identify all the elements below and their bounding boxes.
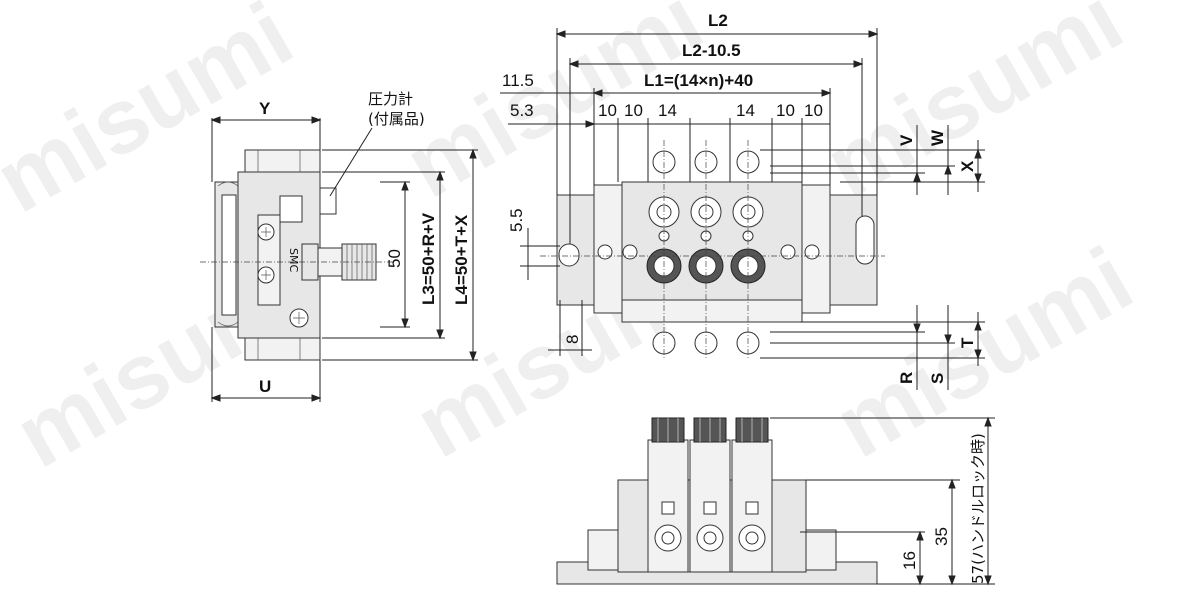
dim-r-label: R	[897, 372, 916, 384]
dim-l2-label: L2	[708, 11, 728, 30]
dim-l3-label: L3=50+R+V	[419, 212, 438, 305]
front-view	[556, 417, 878, 585]
side-view-dimensions: Y U 圧力計 (付属品) 50 L3=50+R+V L4=50+T+X	[210, 90, 478, 402]
side-view: SMC	[200, 149, 395, 361]
dim-14b-label: 14	[736, 101, 755, 120]
dim-t-label: T	[958, 337, 977, 348]
dim-16-label: 16	[900, 551, 919, 570]
dim-14a-label: 14	[658, 101, 677, 120]
dim-w-label: W	[928, 129, 947, 146]
dim-10c-label: 10	[776, 101, 795, 120]
gauge-note-line1: 圧力計	[368, 90, 413, 108]
dim-11-5-label: 11.5	[502, 71, 534, 90]
dim-5-3-label: 5.3	[510, 101, 534, 120]
top-view-dimensions: L2 L2-10.5 L1=(14×n)+40 11.5 5.3 10 10 1…	[500, 11, 985, 390]
dim-35-label: 35	[932, 527, 951, 546]
dim-s-label: S	[928, 373, 947, 384]
dim-5-5-label: 5.5	[507, 208, 526, 232]
dim-8-label: 8	[563, 335, 582, 344]
smc-logo-text: SMC	[287, 248, 300, 272]
dim-10d-label: 10	[804, 101, 823, 120]
dim-l4-label: L4=50+T+X	[452, 214, 471, 305]
dim-v-label: V	[897, 134, 916, 146]
gauge-note-line2: (付属品)	[368, 110, 425, 128]
dim-l2-minus-label: L2-10.5	[682, 41, 741, 60]
dim-50-label: 50	[385, 249, 404, 268]
dim-x-label: X	[958, 160, 977, 172]
dim-u-label: U	[259, 377, 271, 396]
watermark-text: misumi	[809, 0, 1139, 217]
dim-10b-label: 10	[624, 101, 643, 120]
dim-57-label: 57(ハンドルロック時)	[969, 433, 987, 584]
dim-y-label: Y	[259, 99, 271, 118]
dim-10a-label: 10	[598, 101, 617, 120]
dim-l1-label: L1=(14×n)+40	[644, 71, 753, 90]
front-view-dimensions: 16 35 57(ハンドルロック時)	[770, 416, 995, 586]
top-view	[540, 140, 885, 360]
